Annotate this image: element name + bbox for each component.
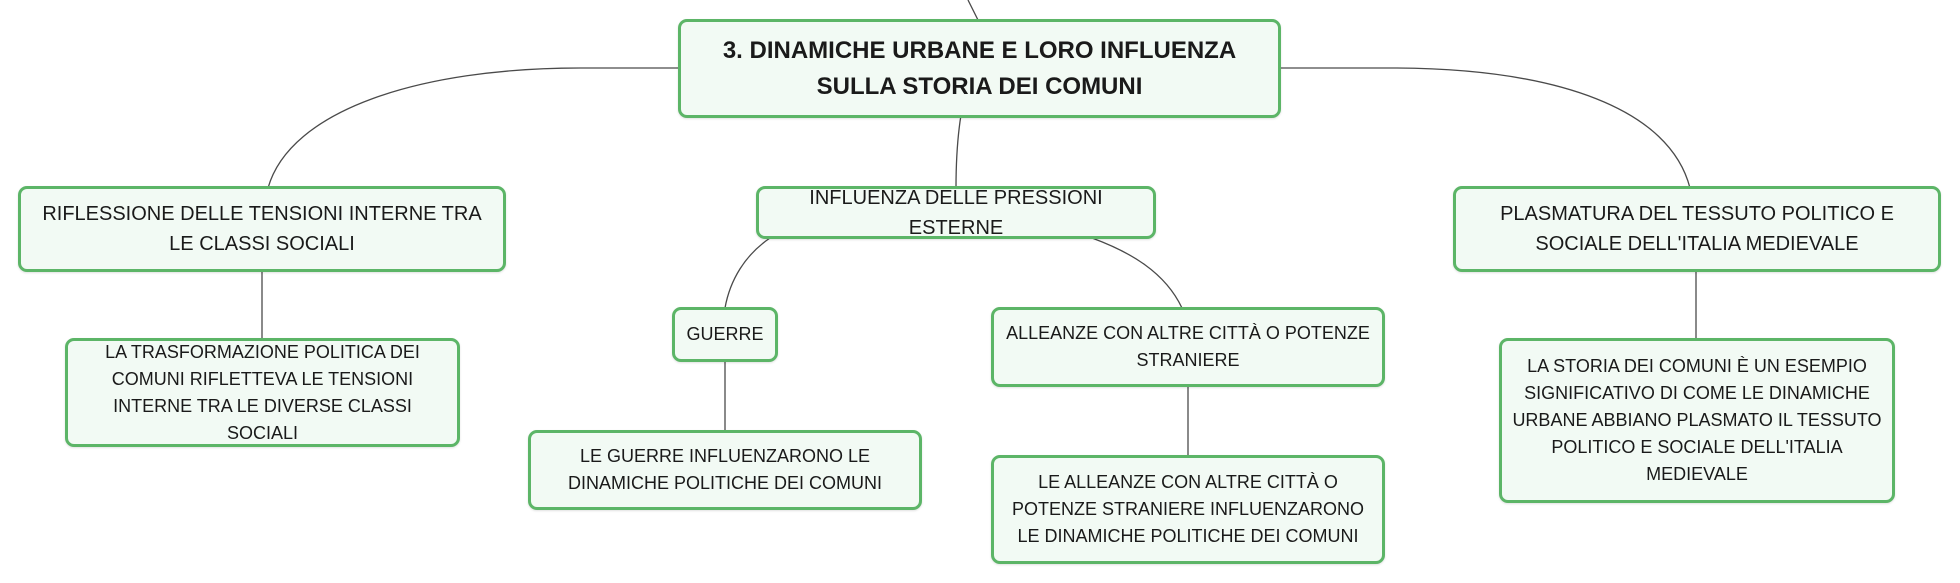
- subtopic-tensioni-detail-label: LA TRASFORMAZIONE POLITICA DEI COMUNI RI…: [105, 341, 420, 443]
- subtopic-alleanze-label: ALLEANZE CON ALTRE CITTÀ O POTENZE STRAN…: [1006, 323, 1370, 370]
- topic-tensioni-interne[interactable]: RIFLESSIONE DELLE TENSIONI INTERNE TRA L…: [18, 186, 506, 272]
- topic-plasmatura-tessuto-label: PLASMATURA DEL TESSUTO POLITICO E SOCIAL…: [1500, 203, 1894, 255]
- subtopic-plasmatura-detail[interactable]: LA STORIA DEI COMUNI È UN ESEMPIO SIGNIF…: [1499, 338, 1895, 503]
- subtopic-guerre-label: GUERRE: [686, 324, 764, 344]
- connector-root-to-tensioni: [267, 67, 680, 189]
- subtopic-alleanze[interactable]: ALLEANZE CON ALTRE CITTÀ O POTENZE STRAN…: [991, 307, 1385, 387]
- topic-plasmatura-tessuto[interactable]: PLASMATURA DEL TESSUTO POLITICO E SOCIAL…: [1453, 186, 1941, 272]
- connector-pressioni-to-guerre: [724, 237, 771, 309]
- topic-tensioni-interne-label: RIFLESSIONE DELLE TENSIONI INTERNE TRA L…: [42, 203, 482, 255]
- root-topic-label: 3. DINAMICHE URBANE E LORO INFLUENZA SUL…: [722, 36, 1237, 100]
- connector-root-to-pressioni: [955, 114, 962, 189]
- topic-pressioni-esterne[interactable]: INFLUENZA DELLE PRESSIONI ESTERNE: [756, 186, 1156, 239]
- topic-pressioni-esterne-label: INFLUENZA DELLE PRESSIONI ESTERNE: [809, 186, 1103, 239]
- subtopic-plasmatura-detail-label: LA STORIA DEI COMUNI È UN ESEMPIO SIGNIF…: [1512, 356, 1882, 484]
- connector-parent-to-root: [967, 0, 979, 21]
- subtopic-tensioni-detail[interactable]: LA TRASFORMAZIONE POLITICA DEI COMUNI RI…: [65, 338, 460, 447]
- subtopic-guerre-detail-label: LE GUERRE INFLUENZARONO LE DINAMICHE POL…: [567, 446, 883, 493]
- connector-root-to-plasmatura: [1278, 67, 1691, 189]
- subtopic-alleanze-detail-label: LE ALLEANZE CON ALTRE CITTÀ O POTENZE ST…: [1011, 472, 1365, 546]
- subtopic-guerre[interactable]: GUERRE: [672, 307, 778, 362]
- connector-pressioni-to-alleanze: [1091, 237, 1183, 309]
- root-topic-node[interactable]: 3. DINAMICHE URBANE E LORO INFLUENZA SUL…: [678, 19, 1281, 118]
- subtopic-guerre-detail[interactable]: LE GUERRE INFLUENZARONO LE DINAMICHE POL…: [528, 430, 922, 510]
- subtopic-alleanze-detail[interactable]: LE ALLEANZE CON ALTRE CITTÀ O POTENZE ST…: [991, 455, 1385, 564]
